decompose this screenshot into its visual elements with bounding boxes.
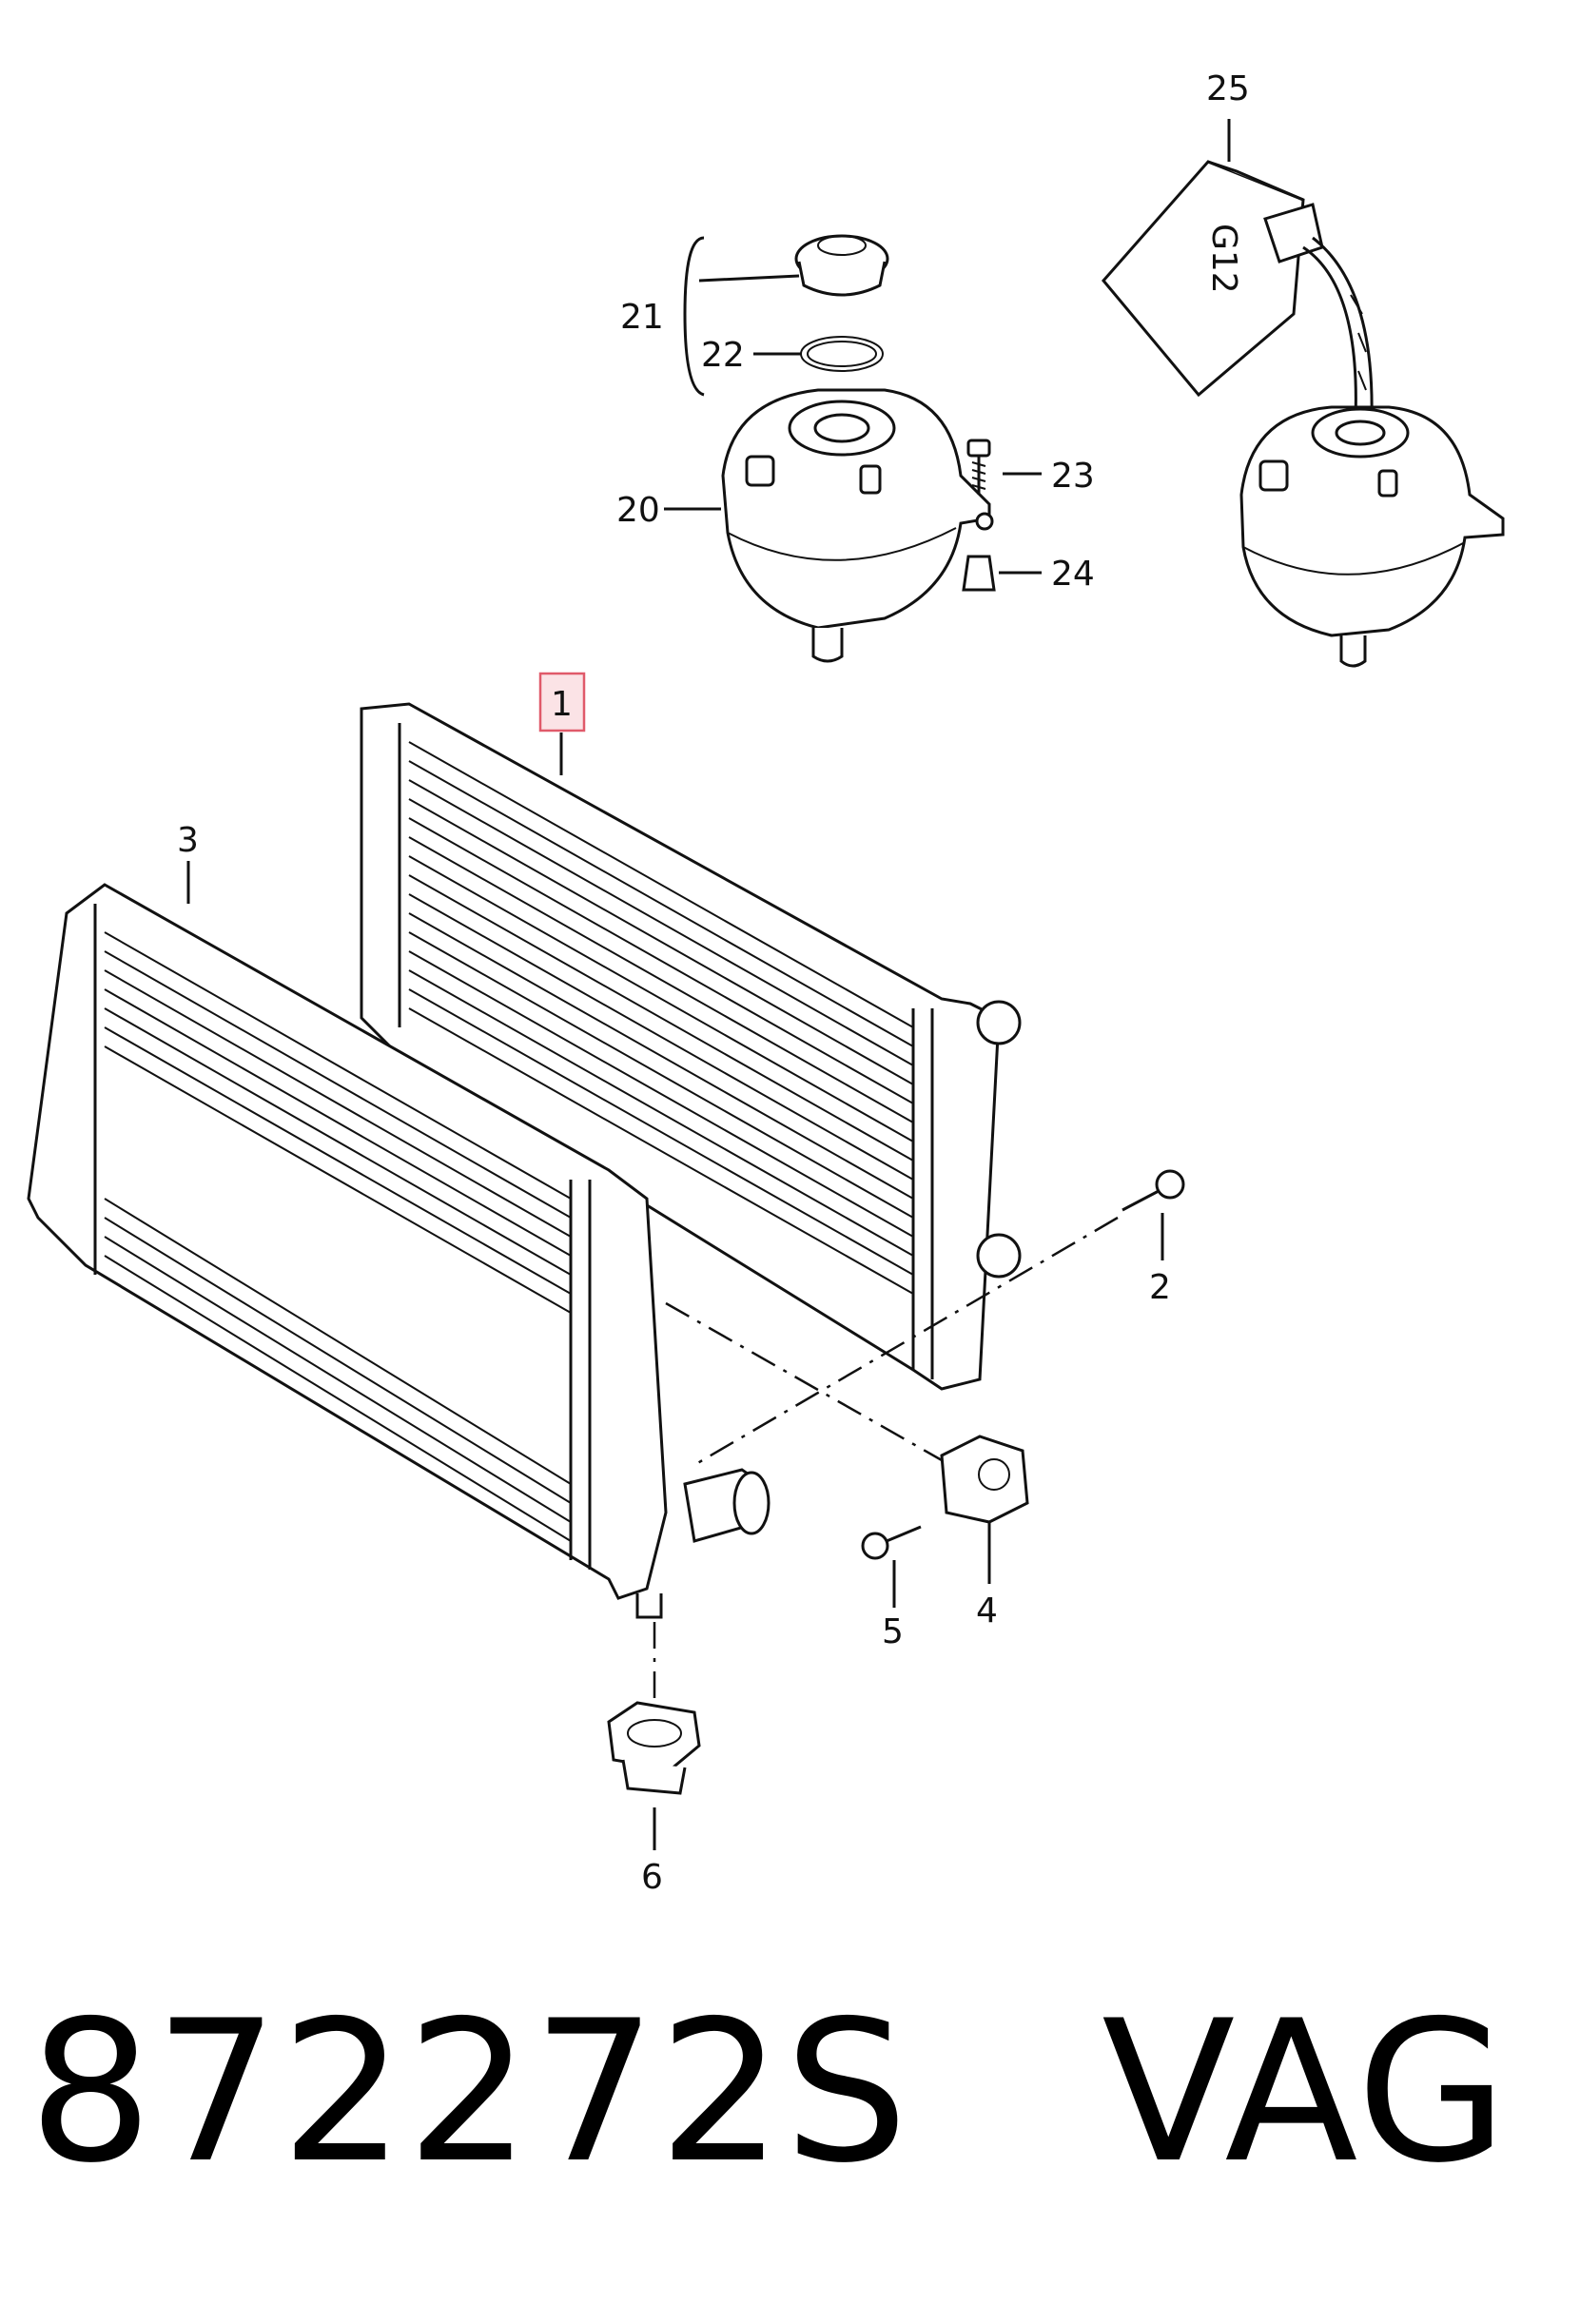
callout-4[interactable]: 4 <box>976 1592 998 1631</box>
assembly-lines <box>653 1216 1119 1703</box>
callout-22[interactable]: 22 <box>701 336 745 375</box>
clip-nut-24 <box>962 555 996 592</box>
callout-5[interactable]: 5 <box>882 1612 904 1651</box>
filler-cap <box>794 234 889 297</box>
callout-3[interactable]: 3 <box>177 821 199 860</box>
screw-5 <box>861 1525 922 1560</box>
leader-lines <box>186 119 1231 1850</box>
intercooler <box>27 883 770 1619</box>
callout-21[interactable]: 21 <box>620 298 664 337</box>
bracket <box>940 1435 1029 1524</box>
part-number: 872272S <box>29 1980 910 2206</box>
part-caption: 872272S VAG <box>29 1988 1551 2197</box>
screw-2 <box>1122 1169 1185 1212</box>
callout-6[interactable]: 6 <box>641 1858 663 1897</box>
expansion-tank <box>721 388 994 663</box>
callout-20[interactable]: 20 <box>616 491 660 530</box>
callout-1-highlight <box>538 672 586 732</box>
canister-label: G12 <box>1204 224 1243 294</box>
callout-24[interactable]: 24 <box>1051 555 1095 594</box>
o-ring <box>800 336 884 372</box>
callout-23[interactable]: 23 <box>1051 457 1095 496</box>
callout-2[interactable]: 2 <box>1149 1268 1171 1307</box>
brand-name: VAG <box>1102 1980 1510 2206</box>
callout-25[interactable]: 25 <box>1206 69 1250 108</box>
radiator <box>360 702 1022 1391</box>
expansion-tank-filling <box>1239 405 1505 668</box>
rubber-mount <box>607 1701 701 1795</box>
bolt-23 <box>966 439 991 495</box>
coolant-canister: G12 <box>1102 160 1324 398</box>
callout-1[interactable]: 1 <box>551 685 573 724</box>
coolant-stream <box>1302 236 1374 420</box>
